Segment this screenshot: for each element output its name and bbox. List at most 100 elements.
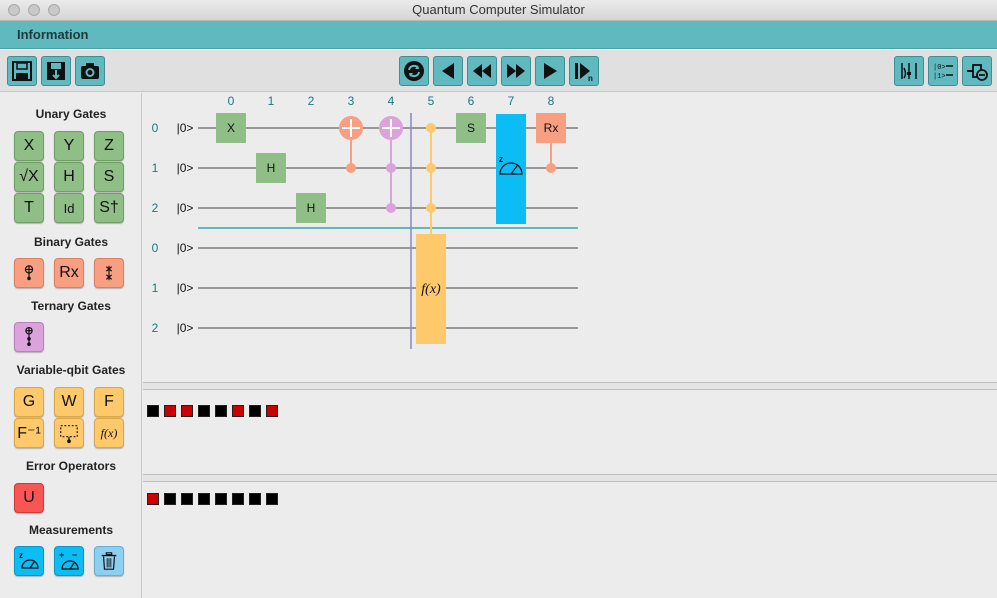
step-back-icon (442, 63, 454, 79)
measure-remove-button[interactable] (962, 56, 992, 86)
gate-block-button[interactable] (54, 418, 84, 448)
gate-f-button[interactable]: F (94, 387, 124, 417)
close-window-button[interactable] (8, 4, 20, 16)
row-label: 1 (152, 281, 159, 295)
gate-controlled-button[interactable] (14, 258, 44, 288)
gate-swap-button[interactable] (94, 258, 124, 288)
row-label: 1 (152, 161, 159, 175)
gate-x-button[interactable]: X (14, 131, 44, 161)
gate-t-button[interactable]: T (14, 193, 44, 223)
control-dot (426, 163, 436, 173)
column-label: 8 (548, 94, 555, 108)
gate-label: H (307, 201, 316, 215)
row-label: 2 (152, 201, 159, 215)
rewind-icon (473, 64, 491, 78)
play-button[interactable] (535, 56, 565, 86)
control-dot (426, 123, 436, 133)
gate-label: X (227, 121, 235, 135)
svg-text:n: n (588, 74, 593, 82)
gate-h-button[interactable]: H (54, 162, 84, 192)
svg-text:−: − (72, 550, 77, 560)
gate-g-button[interactable]: G (14, 387, 44, 417)
svg-text:|1>: |1> (933, 73, 946, 81)
fast-forward-button[interactable] (501, 56, 531, 86)
reset-icon (404, 61, 424, 81)
gate-w-button[interactable]: W (54, 387, 84, 417)
ket-button[interactable]: |0>|1> (928, 56, 958, 86)
measure-pm-icon: +− (59, 550, 79, 570)
gate-rx-button[interactable]: Rx (54, 258, 84, 288)
target-plus (342, 119, 360, 137)
qubit-state-cell (266, 405, 278, 417)
qubit-state-cell (198, 405, 210, 417)
save-as-button[interactable] (41, 56, 71, 86)
fast-forward-icon (507, 64, 525, 78)
column-label: 2 (308, 94, 315, 108)
measure-z-icon: z (19, 551, 39, 569)
title-bar: Quantum Computer Simulator (0, 0, 997, 21)
qubit-state-cell (147, 493, 159, 505)
save-as-icon (47, 62, 65, 80)
panel-splitter-bottom[interactable] (143, 474, 997, 482)
menu-information[interactable]: Information (17, 27, 89, 42)
binary-gates-title: Binary Gates (33, 235, 109, 249)
panel-splitter-top[interactable] (143, 382, 997, 390)
rewind-button[interactable] (467, 56, 497, 86)
step-n-button[interactable]: n (569, 56, 599, 86)
screenshot-button[interactable] (75, 56, 105, 86)
gate-fx-button[interactable]: f(x) (94, 418, 124, 448)
toffoli-icon (25, 326, 33, 346)
zoom-window-button[interactable] (48, 4, 60, 16)
tune-button[interactable] (894, 56, 924, 86)
gate-id-button[interactable]: Id (54, 193, 84, 223)
meter-icon (499, 162, 523, 175)
row-label: 0 (152, 241, 159, 255)
gate-u-button[interactable]: U (14, 483, 44, 513)
qubit-state-cell (249, 405, 261, 417)
minimize-window-button[interactable] (28, 4, 40, 16)
qubit-state-cell (232, 405, 244, 417)
gate-box (256, 153, 286, 183)
ket-label: |0> (177, 121, 194, 135)
measure-label: z (499, 154, 504, 164)
svg-text:|0>: |0> (933, 64, 946, 72)
column-label: 5 (428, 94, 435, 108)
measure-plus-minus-button[interactable]: +− (54, 546, 84, 576)
save-button[interactable] (7, 56, 37, 86)
svg-text:z: z (19, 551, 23, 560)
gate-s-dagger-button[interactable]: S† (94, 193, 124, 223)
target-plus (382, 119, 400, 137)
block-icon (60, 425, 78, 444)
row-label: 0 (152, 121, 159, 135)
measure-z-button[interactable]: z (14, 546, 44, 576)
unary-gates-title: Unary Gates (35, 107, 107, 121)
ternary-gates-title: Ternary Gates (31, 299, 111, 313)
gate-z-button[interactable]: Z (94, 131, 124, 161)
reset-button[interactable] (399, 56, 429, 86)
state-panel-b (143, 482, 997, 598)
qubit-state-cell (164, 405, 176, 417)
window-title: Quantum Computer Simulator (412, 2, 585, 17)
qubit-state-cell (181, 493, 193, 505)
qubit-state-cell (215, 405, 227, 417)
gate-sqrt-x-button[interactable]: √X (14, 162, 44, 192)
camera-icon (81, 63, 99, 79)
column-label: 3 (348, 94, 355, 108)
gate-label: S (467, 121, 475, 135)
measurements-title: Measurements (28, 523, 114, 537)
delete-button[interactable] (94, 546, 124, 576)
gate-s-button[interactable]: S (94, 162, 124, 192)
measure-remove-icon (967, 64, 988, 81)
gate-toffoli-button[interactable] (14, 322, 44, 352)
column-label: 1 (268, 94, 275, 108)
svg-text:+: + (59, 550, 64, 560)
ket-label: |0> (177, 161, 194, 175)
qubit-state-cell (266, 493, 278, 505)
gate-f-inverse-button[interactable]: F⁻¹ (14, 418, 44, 448)
qubit-state-cell (198, 493, 210, 505)
step-back-button[interactable] (433, 56, 463, 86)
ket-label: |0> (177, 281, 194, 295)
gate-y-button[interactable]: Y (54, 131, 84, 161)
